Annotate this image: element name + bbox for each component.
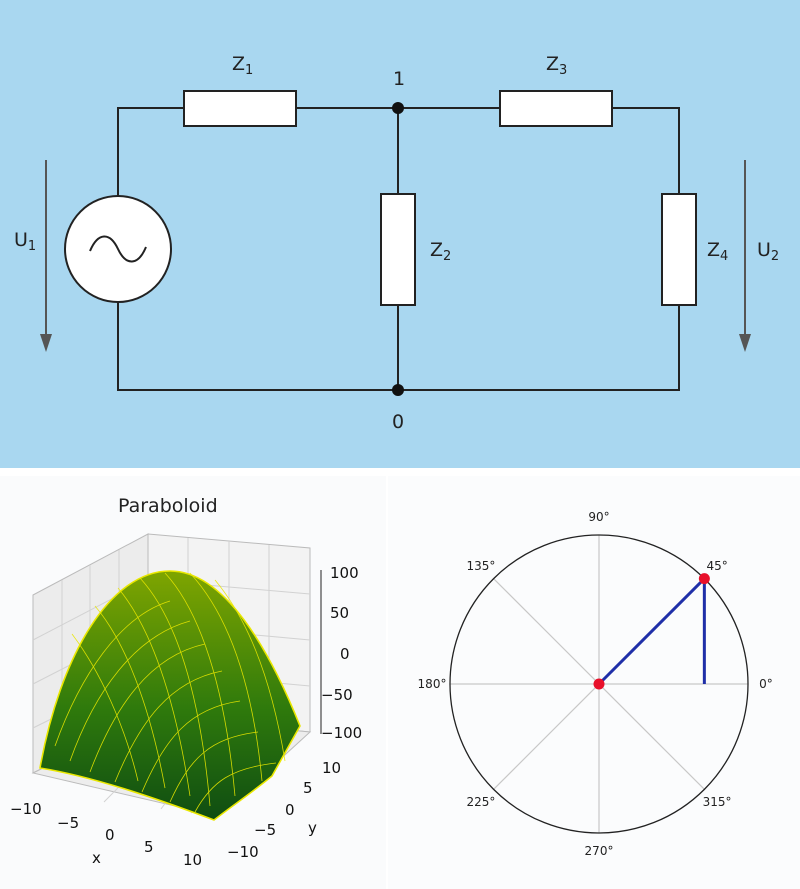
surface-mesh-line [114,670,223,783]
u1-arrow-icon [40,160,52,352]
node-1-dot [392,102,404,114]
angle-label-90: 90° [588,510,609,524]
origin-point [593,678,605,690]
y-tick-label: 0 [285,801,295,819]
paraboloid-plot: 100 50 0 −50 −100 −10 −5 0 5 10 x 10 5 0… [10,495,362,869]
x-tick-label: −5 [57,814,79,832]
surface-mesh [54,572,286,813]
angle-label-315: 315° [703,795,732,809]
plot-title: Paraboloid [118,495,218,517]
u2-arrow-icon [739,160,751,352]
y-tick-label: 10 [322,759,341,777]
circuit-panel: Z1 Z3 Z2 Z4 U1 U2 1 0 [0,0,800,468]
y-axis-label: y [308,819,317,837]
z-tick-label: 100 [330,564,359,582]
z-tick-label: −50 [321,686,353,704]
z-ticks: 100 50 0 −50 −100 [321,564,362,742]
angle-label-270: 270° [585,844,614,858]
impedance-z2 [380,193,416,306]
y-tick-label: 5 [303,779,313,797]
polar-plot: 0° 45° 90° 135° 180° 225° 270° 315° [418,510,773,858]
wire-left-top [117,107,184,196]
circuit-diagram: Z1 Z3 Z2 Z4 U1 U2 1 0 [14,53,779,433]
surface-mesh-line [194,762,277,813]
angle-label-135: 135° [466,559,495,573]
x-tick-label: 5 [144,838,154,856]
angle-label-45: 45° [706,559,727,573]
surface-mesh-line [214,579,286,762]
z1-label: Z1 [232,53,253,78]
surface-mesh-line [139,577,211,807]
angle-labels: 0° 45° 90° 135° 180° 225° 270° 315° [418,510,773,858]
node-1-label: 1 [393,68,405,90]
impedance-z4 [661,193,697,306]
angle-label-180: 180° [418,677,447,691]
phasor-vector [597,577,706,686]
surface-mesh-line [141,700,241,793]
u2-label: U2 [757,239,779,264]
impedance-z1 [183,90,297,127]
z2-label: Z2 [430,239,451,264]
surface-mesh-line [164,572,236,797]
vector-tip-point [698,573,710,585]
node-0-dot [392,384,404,396]
surface-mesh-line [71,633,139,782]
ac-voltage-source-icon [64,195,172,303]
y-tick-label: −5 [254,821,276,839]
z3-label: Z3 [546,53,567,78]
x-tick-label: 10 [183,851,202,869]
z-tick-label: 50 [330,604,349,622]
surface-mesh-line [89,643,206,773]
paraboloid-surface [39,570,301,821]
x-tick-label: 0 [105,826,115,844]
angle-label-225: 225° [466,795,495,809]
y-tick-label: −10 [227,843,259,861]
wire-right-top [612,107,680,194]
surface-mesh-line [117,587,191,797]
impedance-z3 [499,90,613,127]
surface-mesh-line [94,605,166,789]
z-tick-label: −100 [321,724,362,742]
surface-mesh-line [69,620,191,762]
surface-mesh-line [169,731,259,803]
polar-outer-circle [449,534,749,834]
z-tick-label: 0 [340,645,350,663]
x-axis-label: x [92,849,101,867]
surface-mesh-line [54,600,171,747]
z4-label: Z4 [707,239,728,264]
u1-label: U1 [14,229,36,254]
polar-panel: 0° 45° 90° 135° 180° 225° 270° 315° [388,476,800,889]
node-0-label: 0 [392,411,404,433]
x-tick-label: −10 [10,800,42,818]
paraboloid-panel: 100 50 0 −50 −100 −10 −5 0 5 10 x 10 5 0… [0,476,386,889]
surface-mesh-line [189,572,263,782]
angle-label-0: 0° [759,677,773,691]
